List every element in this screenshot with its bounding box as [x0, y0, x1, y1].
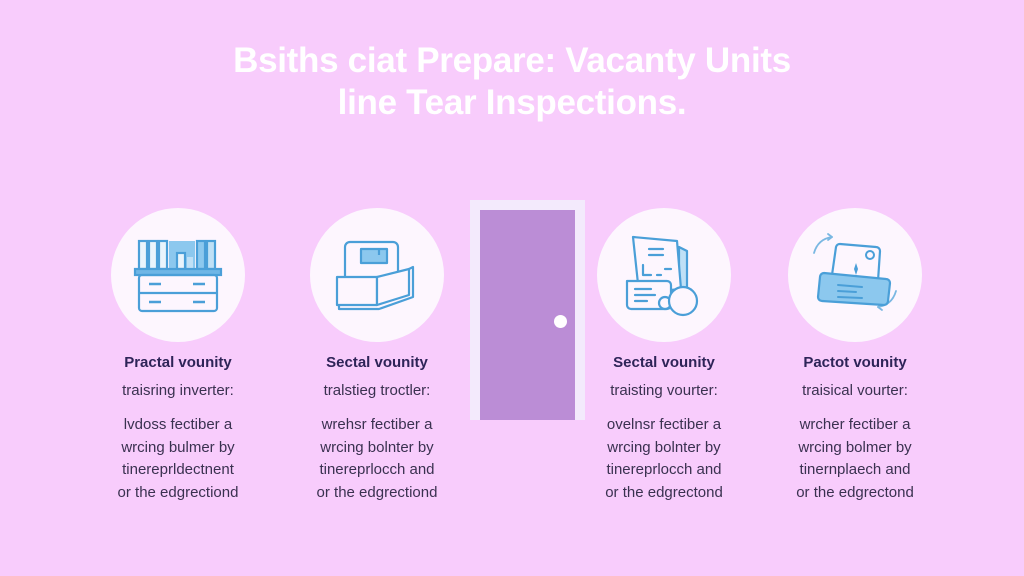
body-line: lvdoss fectiber a: [123, 416, 233, 433]
title-line-2: line Tear Inspections.: [337, 83, 687, 122]
icon-circle: [788, 208, 922, 342]
body-line: wrcing bolnter by: [320, 438, 434, 456]
open-box-icon: [335, 240, 415, 311]
body-line: tinereprldectnent: [122, 461, 234, 479]
body-line: tinereprlocch and: [319, 461, 435, 479]
card-subtitle: traisring inverter:: [122, 382, 234, 399]
icon-circle: [310, 208, 444, 342]
bookshelf-cabinet-icon: [133, 239, 223, 313]
card-1: Practal vounity traisring inverter: lvdo…: [78, 208, 278, 504]
printer-sync-icon: [813, 233, 897, 311]
body-line: wrcing bolnter by: [607, 438, 721, 456]
card-subtitle: tralstieg troctler:: [323, 382, 431, 399]
card-2: Sectal vounity tralstieg troctler: wrehs…: [277, 208, 477, 504]
card-body: wrcher fectiber a wrcing bolmer by tiner…: [755, 414, 955, 504]
body-line: or the edgrectond: [796, 483, 914, 501]
card-body: ovelnsr fectiber a wrcing bolnter by tin…: [564, 414, 764, 504]
documents-icon: [625, 235, 699, 317]
body-line: wrcing bulmer by: [121, 438, 235, 456]
card-subtitle: traisical vourter:: [802, 382, 908, 399]
body-line: or the edgrectiond: [316, 483, 438, 501]
card-heading: Practal vounity: [124, 354, 232, 371]
body-line: wrcher fectiber a: [799, 416, 911, 433]
card-body: wrehsr fectiber a wrcing bolnter by tine…: [277, 414, 477, 504]
card-heading: Sectal vounity: [326, 354, 428, 371]
door-icon: [470, 200, 585, 420]
card-3: Sectal vounity traisting vourter: ovelns…: [564, 208, 764, 504]
body-line: or the edgrectond: [605, 483, 723, 501]
title-line-1: Bsiths ciat Prepare: Vacanty Units: [233, 41, 791, 80]
card-4: Pactot vounity traisical vourter: wrcher…: [755, 208, 955, 504]
card-heading: Pactot vounity: [803, 354, 907, 371]
body-line: wrcing bolmer by: [798, 438, 912, 456]
body-line: tinernplaech and: [799, 461, 911, 479]
icon-circle: [111, 208, 245, 342]
card-subtitle: traisting vourter:: [610, 382, 718, 399]
page-title: Bsiths ciat Prepare: Vacanty Units line …: [0, 40, 1024, 124]
body-line: ovelnsr fectiber a: [606, 416, 722, 433]
body-line: wrehsr fectiber a: [321, 416, 433, 433]
card-heading: Sectal vounity: [613, 354, 715, 371]
door-knob: [554, 315, 567, 328]
card-body: lvdoss fectiber a wrcing bulmer by tiner…: [78, 414, 278, 504]
body-line: tinereprlocch and: [606, 461, 722, 479]
body-line: or the edgrectiond: [117, 483, 239, 501]
icon-circle: [597, 208, 731, 342]
